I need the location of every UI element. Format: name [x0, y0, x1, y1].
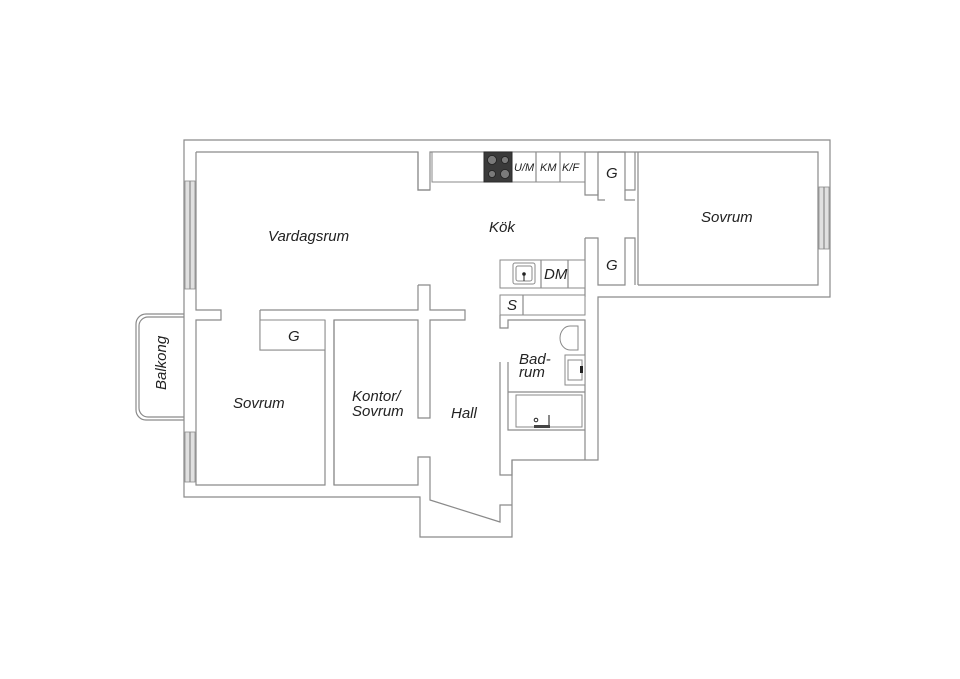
bedroom-left-label: Sovrum	[233, 395, 285, 412]
bathroom: Bad- rum	[499, 315, 586, 476]
dishwasher-label: DM	[544, 266, 568, 283]
kitchen-label: Kök	[489, 219, 516, 236]
wardrobes-right: G G	[584, 151, 636, 297]
kitchen-counter-top: U/M KM K/F	[431, 151, 586, 183]
living-room-label: Vardagsrum	[268, 228, 349, 245]
windows	[184, 180, 830, 483]
bathroom-label-line2: rum	[519, 364, 545, 381]
wardrobe-top-label: G	[606, 165, 618, 182]
office-label-line2: Sovrum	[352, 403, 404, 420]
wardrobe-left-label: G	[288, 328, 300, 345]
bedroom-right-label: Sovrum	[701, 209, 753, 226]
toilet-icon	[559, 325, 579, 351]
kitchen-counter-bottom: DM S	[499, 259, 586, 316]
storage-label: S	[507, 297, 517, 314]
wardrobe-left: G	[259, 319, 326, 351]
living-room-walls	[195, 152, 466, 497]
office-label-line1: Kontor/	[352, 388, 402, 405]
bathroom-label-line1: Bad-	[519, 351, 551, 368]
balcony-label: Balkong	[153, 335, 170, 390]
fridge-freezer-label: K/F	[562, 162, 580, 174]
hall-label: Hall	[451, 405, 478, 422]
fridge-label: KM	[540, 162, 557, 174]
hall-entrance	[429, 497, 512, 523]
balcony: Balkong	[135, 313, 184, 421]
oven-microwave-label: U/M	[514, 162, 535, 174]
wardrobe-mid-label: G	[606, 257, 618, 274]
